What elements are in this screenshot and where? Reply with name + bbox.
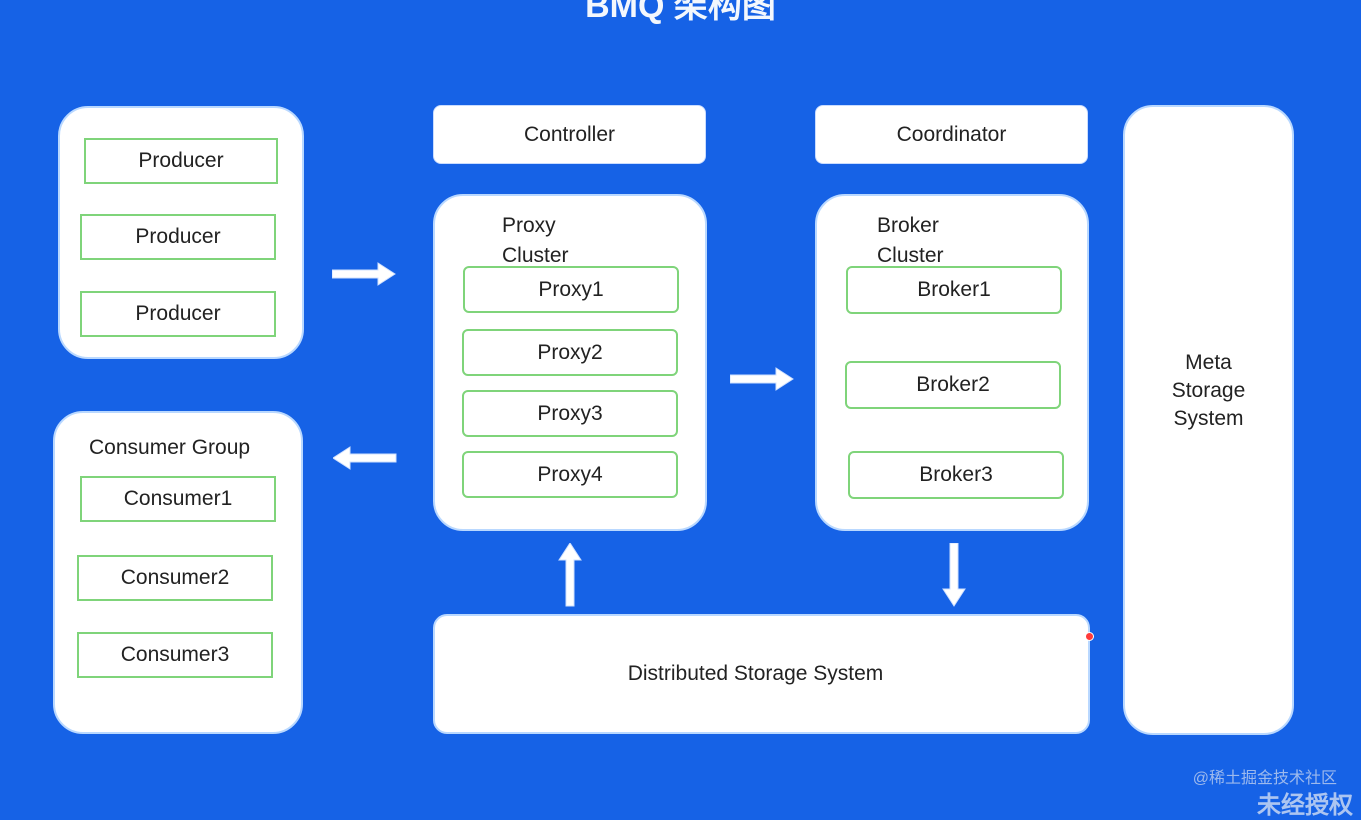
watermark-text: @稀土掘金技术社区	[1192, 770, 1337, 787]
arrow-proxy-to-consumers	[333, 446, 397, 470]
proxy-box-4: Proxy4	[462, 451, 678, 498]
producer-box-3: Producer	[80, 291, 276, 337]
proxy-cluster-title-line2: Cluster	[502, 244, 569, 267]
diagram-title: BMQ 架构图	[585, 0, 776, 25]
proxy-box-3: Proxy3	[462, 390, 678, 437]
controller-box: Controller	[433, 105, 706, 164]
meta-storage-line1: Meta	[1185, 351, 1232, 374]
proxy-box-2: Proxy2	[462, 329, 678, 376]
broker-box-1: Broker1	[846, 266, 1062, 314]
proxy-cluster-panel: Proxy Cluster Proxy1 Proxy2 Proxy3 Proxy…	[433, 194, 707, 531]
consumer-box-3: Consumer3	[77, 632, 273, 678]
producer-box-1: Producer	[84, 138, 278, 184]
coordinator-box: Coordinator	[815, 105, 1088, 164]
distributed-storage-label: Distributed Storage System	[627, 662, 884, 685]
proxy-cluster-title-line1: Proxy	[502, 214, 556, 237]
distributed-storage-panel: Distributed Storage System	[433, 614, 1090, 734]
consumer-box-2: Consumer2	[77, 555, 273, 601]
consumer-group-title: Consumer Group	[89, 436, 251, 459]
meta-storage-line2: Storage	[1171, 379, 1246, 402]
broker-box-3: Broker3	[848, 451, 1064, 499]
meta-storage-panel: Meta Storage System	[1123, 105, 1294, 735]
producer-box-2: Producer	[80, 214, 276, 260]
broker-box-2: Broker2	[845, 361, 1061, 409]
broker-cluster-panel: Broker Cluster Broker1 Broker2 Broker3	[815, 194, 1089, 531]
consumer-box-1: Consumer1	[80, 476, 276, 522]
proxy-box-1: Proxy1	[463, 266, 679, 313]
broker-cluster-title-line1: Broker	[877, 214, 939, 237]
arrow-storage-to-proxy	[558, 543, 582, 607]
consumer-group-panel: Consumer Group Consumer1 Consumer2 Consu…	[53, 411, 303, 734]
broker-cluster-title-line2: Cluster	[877, 244, 944, 267]
producers-panel: Producer Producer Producer	[58, 106, 304, 359]
arrow-producers-to-proxy	[332, 262, 396, 286]
watermark-text-2: 未经授权	[1257, 792, 1353, 819]
arrow-proxy-to-broker	[730, 367, 794, 391]
meta-storage-label: Meta Storage System	[1172, 349, 1246, 433]
cursor-dot	[1085, 632, 1094, 641]
arrow-broker-to-storage	[942, 543, 966, 607]
meta-storage-line3: System	[1173, 407, 1244, 430]
